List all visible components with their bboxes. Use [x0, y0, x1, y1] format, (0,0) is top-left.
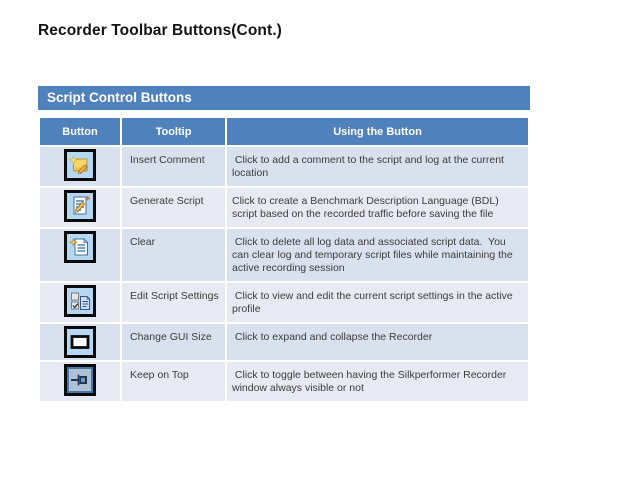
usage-cell: Click to delete all log data and associa…: [225, 227, 528, 281]
insert-comment-icon: [64, 149, 96, 181]
column-header-button: Button: [40, 118, 120, 145]
button-cell: [40, 360, 120, 401]
edit-script-settings-icon: [64, 285, 96, 317]
column-header-using: Using the Button: [225, 118, 528, 145]
clear-icon: [64, 231, 96, 263]
button-cell: [40, 145, 120, 186]
table-row: Keep on Top Click to toggle between havi…: [40, 360, 528, 401]
button-cell: [40, 227, 120, 281]
tooltip-cell: Generate Script: [120, 186, 225, 227]
table-body: Insert Comment Click to add a comment to…: [40, 145, 528, 401]
tooltip-cell: Edit Script Settings: [120, 281, 225, 322]
button-cell: [40, 186, 120, 227]
button-cell: [40, 281, 120, 322]
tooltip-cell: Change GUI Size: [120, 322, 225, 360]
page-title: Recorder Toolbar Buttons(Cont.): [38, 22, 282, 39]
script-control-buttons-table: Button Tooltip Using the Button Insert C…: [40, 118, 528, 401]
usage-cell: Click to view and edit the current scrip…: [225, 281, 528, 322]
table-row: Generate Script Click to create a Benchm…: [40, 186, 528, 227]
table-row: Insert Comment Click to add a comment to…: [40, 145, 528, 186]
table-row: Clear Click to delete all log data and a…: [40, 227, 528, 281]
keep-on-top-icon: [64, 364, 96, 396]
button-cell: [40, 322, 120, 360]
usage-cell: Click to expand and collapse the Recorde…: [225, 322, 528, 360]
tooltip-cell: Insert Comment: [120, 145, 225, 186]
section-header-banner: Script Control Buttons: [38, 86, 530, 110]
tooltip-cell: Clear: [120, 227, 225, 281]
usage-cell: Click to add a comment to the script and…: [225, 145, 528, 186]
generate-script-icon: [64, 190, 96, 222]
tooltip-cell: Keep on Top: [120, 360, 225, 401]
table-row: Edit Script Settings Click to view and e…: [40, 281, 528, 322]
usage-cell: Click to toggle between having the Silkp…: [225, 360, 528, 401]
change-gui-size-icon: [64, 326, 96, 358]
table-row: Change GUI Size Click to expand and coll…: [40, 322, 528, 360]
column-header-tooltip: Tooltip: [120, 118, 225, 145]
usage-cell: Click to create a Benchmark Description …: [225, 186, 528, 227]
table-header: Button Tooltip Using the Button: [40, 118, 528, 145]
